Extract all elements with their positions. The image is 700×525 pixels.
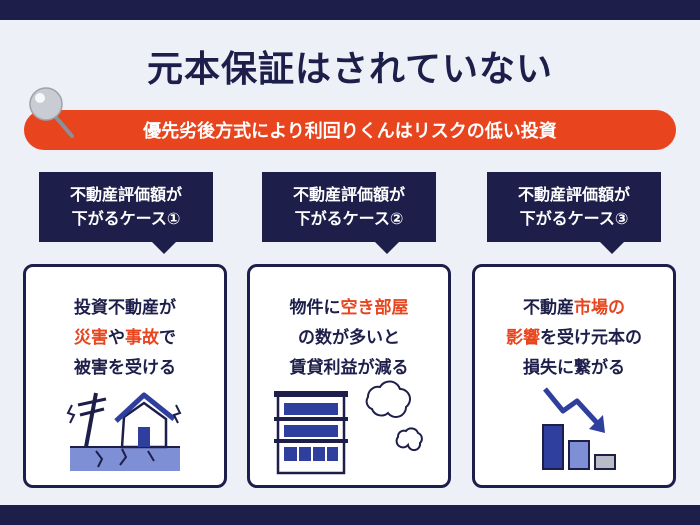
case-label-3-line1: 不動産評価額が (517, 185, 630, 204)
case-card-3-text: 不動産市場の 影響を受け元本の 損失に繋がる (506, 298, 642, 378)
damaged-house-icon (66, 392, 182, 471)
apartment-building-icon (274, 380, 423, 475)
case-label-2-line1: 不動産評価額が (292, 185, 405, 204)
case-label-2: 不動産評価額が 下がるケース② (262, 172, 436, 242)
case-label-3-tail (598, 240, 626, 254)
case-card-1: 投資不動産が 災害や事故で 被害を受ける (23, 264, 227, 488)
case-label-3: 不動産評価額が 下がるケース③ (487, 172, 661, 242)
top-band (0, 0, 700, 20)
pushpin-icon (29, 87, 74, 138)
bottom-band (0, 505, 700, 525)
page-title: 元本保証はされていない (147, 49, 553, 90)
declining-chart-icon (542, 387, 616, 470)
case-label-1-line2: 下がるケース① (71, 209, 181, 228)
case-label-1-line1: 不動産評価額が (69, 185, 182, 204)
case-card-1-text: 投資不動産が 災害や事故で 被害を受ける (74, 298, 176, 378)
case-label-1: 不動産評価額が 下がるケース① (39, 172, 213, 242)
subtitle-banner: 優先劣後方式により利回りくんはリスクの低い投資 (24, 110, 676, 150)
case-card-3: 不動産市場の 影響を受け元本の 損失に繋がる (472, 264, 676, 488)
case-card-2-text: 物件に空き部屋 の数が多いと 賃貸利益が減る (289, 298, 409, 378)
case-label-3-line2: 下がるケース③ (519, 209, 629, 228)
case-label-2-line2: 下がるケース② (294, 209, 404, 228)
subtitle-text: 優先劣後方式により利回りくんはリスクの低い投資 (143, 121, 557, 142)
case-card-2: 物件に空き部屋 の数が多いと 賃貸利益が減る (247, 264, 451, 488)
case-label-2-tail (373, 240, 401, 254)
case-label-1-tail (150, 240, 178, 254)
